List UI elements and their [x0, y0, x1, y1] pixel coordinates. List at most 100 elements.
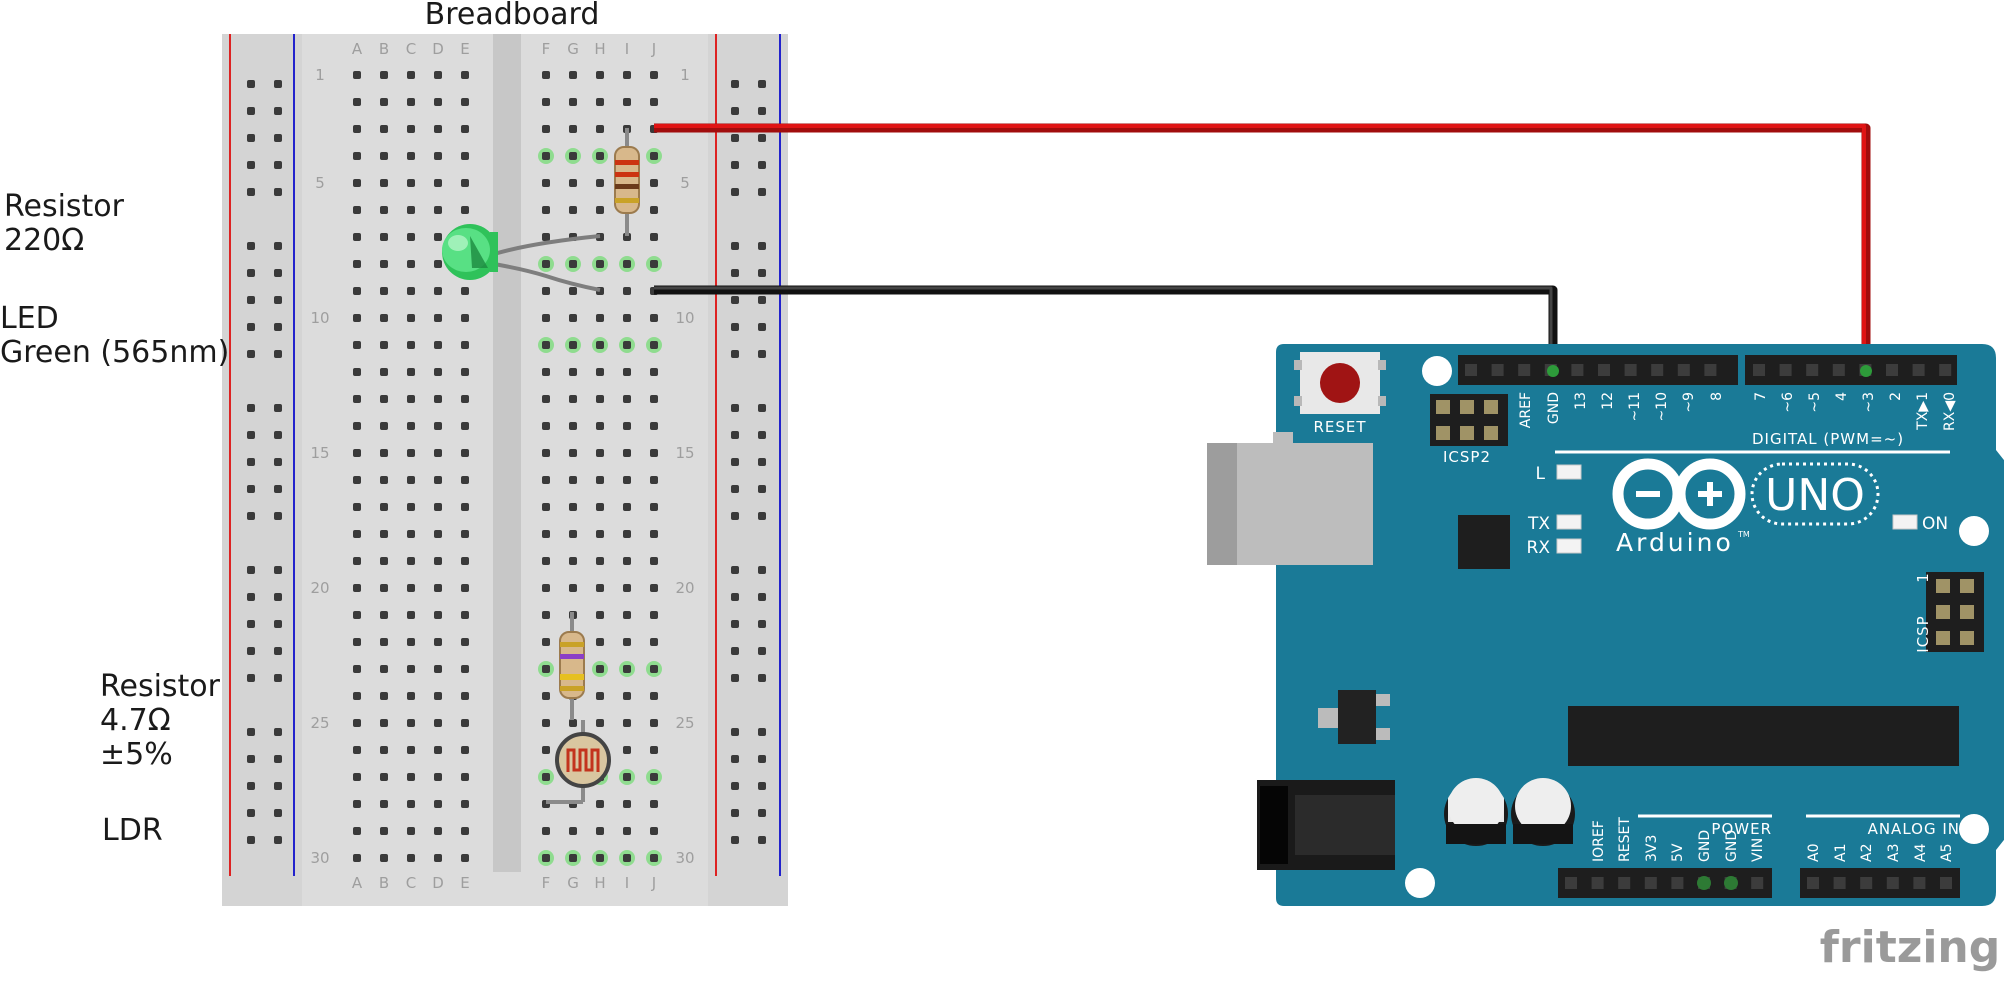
- rail-hole[interactable]: [247, 269, 255, 277]
- breadboard-hole[interactable]: [407, 206, 415, 214]
- breadboard-hole[interactable]: [353, 179, 361, 187]
- breadboard-hole[interactable]: [596, 584, 604, 592]
- breadboard-hole[interactable]: [542, 854, 550, 862]
- breadboard-hole[interactable]: [569, 206, 577, 214]
- breadboard-hole[interactable]: [461, 719, 469, 727]
- breadboard-hole[interactable]: [623, 773, 631, 781]
- breadboard-hole[interactable]: [650, 449, 658, 457]
- breadboard-hole[interactable]: [434, 449, 442, 457]
- breadboard-hole[interactable]: [596, 557, 604, 565]
- breadboard-hole[interactable]: [596, 422, 604, 430]
- breadboard-hole[interactable]: [380, 395, 388, 403]
- rail-hole[interactable]: [247, 485, 255, 493]
- rail-hole[interactable]: [758, 620, 766, 628]
- breadboard-hole[interactable]: [461, 503, 469, 511]
- breadboard-hole[interactable]: [650, 638, 658, 646]
- digital-pin[interactable]: [1939, 364, 1952, 376]
- breadboard-hole[interactable]: [353, 368, 361, 376]
- breadboard-hole[interactable]: [623, 854, 631, 862]
- breadboard-hole[interactable]: [569, 719, 577, 727]
- breadboard-hole[interactable]: [353, 854, 361, 862]
- breadboard-hole[interactable]: [650, 260, 658, 268]
- breadboard-hole[interactable]: [380, 314, 388, 322]
- breadboard-hole[interactable]: [434, 314, 442, 322]
- digital-pin[interactable]: [1704, 364, 1717, 376]
- breadboard-hole[interactable]: [650, 800, 658, 808]
- breadboard-hole[interactable]: [380, 584, 388, 592]
- breadboard-hole[interactable]: [434, 233, 442, 241]
- breadboard-hole[interactable]: [596, 314, 604, 322]
- rail-hole[interactable]: [758, 431, 766, 439]
- breadboard-hole[interactable]: [542, 530, 550, 538]
- breadboard-hole[interactable]: [650, 854, 658, 862]
- breadboard-hole[interactable]: [569, 395, 577, 403]
- rail-hole[interactable]: [247, 296, 255, 304]
- power-pin[interactable]: [1618, 877, 1631, 889]
- breadboard-hole[interactable]: [461, 800, 469, 808]
- rail-hole[interactable]: [731, 188, 739, 196]
- breadboard-hole[interactable]: [542, 746, 550, 754]
- rail-hole[interactable]: [274, 431, 282, 439]
- rail-hole[interactable]: [731, 350, 739, 358]
- breadboard-hole[interactable]: [461, 530, 469, 538]
- breadboard-hole[interactable]: [407, 557, 415, 565]
- breadboard-hole[interactable]: [407, 530, 415, 538]
- breadboard-hole[interactable]: [407, 638, 415, 646]
- breadboard-hole[interactable]: [623, 611, 631, 619]
- rail-hole[interactable]: [247, 80, 255, 88]
- rail-hole[interactable]: [274, 458, 282, 466]
- breadboard-hole[interactable]: [623, 287, 631, 295]
- breadboard-hole[interactable]: [407, 773, 415, 781]
- rail-hole[interactable]: [731, 134, 739, 142]
- breadboard-hole[interactable]: [380, 692, 388, 700]
- breadboard-hole[interactable]: [650, 773, 658, 781]
- breadboard-hole[interactable]: [380, 719, 388, 727]
- rail-hole[interactable]: [731, 80, 739, 88]
- breadboard-hole[interactable]: [623, 584, 631, 592]
- rail-hole[interactable]: [247, 161, 255, 169]
- breadboard-hole[interactable]: [650, 692, 658, 700]
- breadboard-hole[interactable]: [623, 746, 631, 754]
- ldr-photoresistor[interactable]: [546, 720, 611, 804]
- icsp2-header[interactable]: [1430, 394, 1508, 446]
- breadboard-hole[interactable]: [353, 152, 361, 160]
- breadboard-hole[interactable]: [461, 125, 469, 133]
- breadboard-hole[interactable]: [596, 611, 604, 619]
- rail-hole[interactable]: [731, 593, 739, 601]
- breadboard-hole[interactable]: [650, 557, 658, 565]
- rail-hole[interactable]: [247, 134, 255, 142]
- rail-hole[interactable]: [731, 566, 739, 574]
- breadboard-hole[interactable]: [380, 638, 388, 646]
- breadboard-hole[interactable]: [542, 503, 550, 511]
- breadboard-hole[interactable]: [596, 98, 604, 106]
- power-pin[interactable]: [1751, 877, 1764, 889]
- icsp-header[interactable]: [1926, 572, 1984, 652]
- rail-hole[interactable]: [758, 674, 766, 682]
- breadboard-hole[interactable]: [434, 422, 442, 430]
- breadboard-hole[interactable]: [542, 152, 550, 160]
- breadboard-hole[interactable]: [380, 125, 388, 133]
- breadboard-hole[interactable]: [542, 98, 550, 106]
- breadboard-hole[interactable]: [623, 638, 631, 646]
- breadboard-hole[interactable]: [623, 719, 631, 727]
- breadboard-hole[interactable]: [461, 746, 469, 754]
- breadboard-hole[interactable]: [542, 260, 550, 268]
- rail-hole[interactable]: [274, 296, 282, 304]
- breadboard-hole[interactable]: [407, 476, 415, 484]
- breadboard-hole[interactable]: [650, 395, 658, 403]
- rail-hole[interactable]: [274, 161, 282, 169]
- rail-hole[interactable]: [247, 593, 255, 601]
- power-pin[interactable]: [1591, 877, 1604, 889]
- breadboard-hole[interactable]: [353, 449, 361, 457]
- rail-hole[interactable]: [274, 350, 282, 358]
- rail-hole[interactable]: [731, 674, 739, 682]
- rail-hole[interactable]: [247, 809, 255, 817]
- breadboard-hole[interactable]: [407, 260, 415, 268]
- breadboard-hole[interactable]: [353, 287, 361, 295]
- rail-hole[interactable]: [731, 107, 739, 115]
- breadboard-hole[interactable]: [596, 206, 604, 214]
- analog-header[interactable]: [1800, 868, 1960, 898]
- rail-hole[interactable]: [247, 242, 255, 250]
- breadboard-hole[interactable]: [461, 665, 469, 673]
- breadboard-hole[interactable]: [461, 206, 469, 214]
